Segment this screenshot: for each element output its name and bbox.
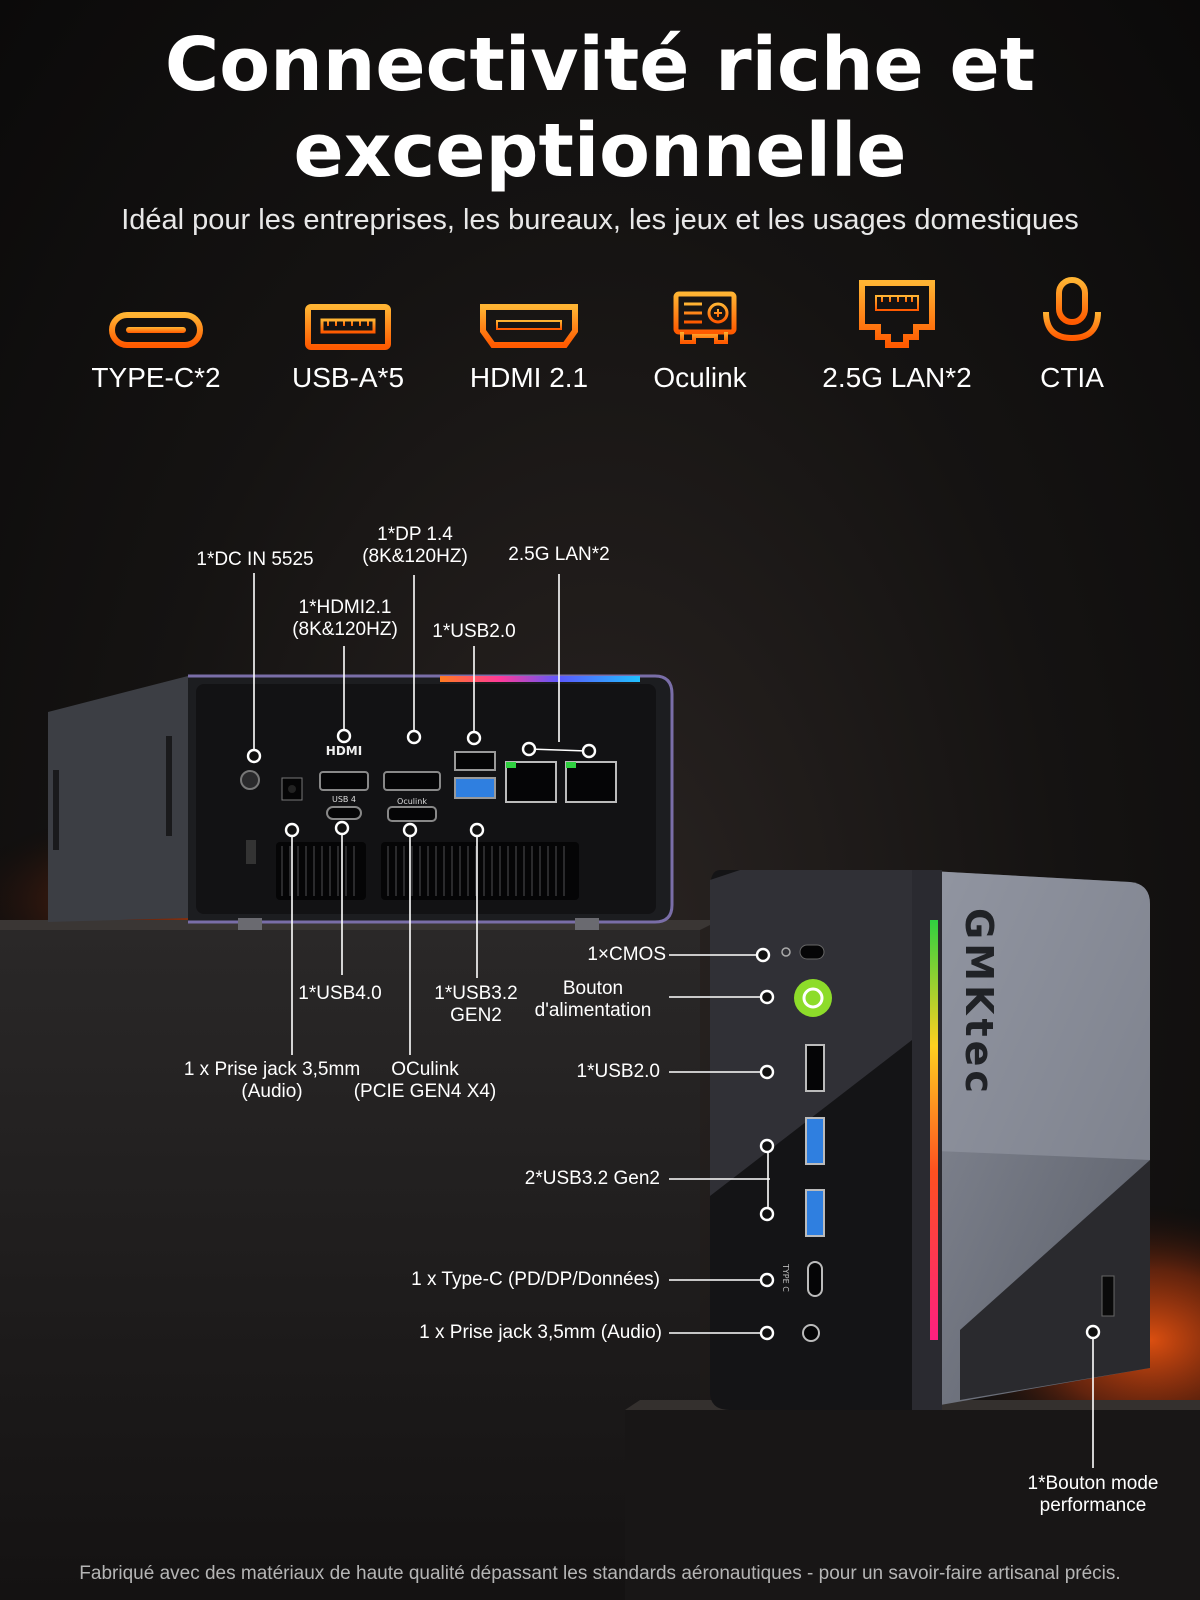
rear-unit: HDMI USB 4 Oculink xyxy=(48,674,674,930)
oculink-port-mark: Oculink xyxy=(397,797,427,806)
label-front-usb2: 1*USB2.0 xyxy=(576,1061,660,1082)
title-line-1: Connectivité riche et xyxy=(164,22,1036,108)
label-cmos: 1×CMOS xyxy=(587,944,666,965)
typec-mark: TYPE C xyxy=(781,1263,790,1292)
label-rear-jack: 1 x Prise jack 3,5mm (Audio) xyxy=(183,1059,361,1102)
label-dc-in: 1*DC IN 5525 xyxy=(196,549,314,570)
brand-logo: GMKtec xyxy=(957,908,1001,1097)
label-oculink: OCulink (PCIE GEN4 X4) xyxy=(353,1059,497,1102)
microphone-icon xyxy=(1043,277,1101,348)
feature-label-hdmi: HDMI 2.1 xyxy=(469,362,589,393)
page-subtitle: Idéal pour les entreprises, les bureaux,… xyxy=(121,204,1079,236)
label-front-jack: 1 x Prise jack 3,5mm (Audio) xyxy=(419,1322,662,1343)
label-performance-button: 1*Bouton mode performance xyxy=(1027,1473,1159,1516)
label-hdmi: 1*HDMI2.1 (8K&120HZ) xyxy=(292,597,398,640)
callout-lines xyxy=(253,573,1094,1468)
hdmi-port-mark: HDMI xyxy=(326,744,362,758)
label-front-typec: 1 x Type-C (PD/DP/Données) xyxy=(411,1269,660,1290)
front-unit: GMKtec TYPE C xyxy=(710,870,1150,1410)
feature-label-usb-a: USB-A*5 xyxy=(291,362,405,393)
callout-dots xyxy=(246,728,1101,1341)
label-front-usb32: 2*USB3.2 Gen2 xyxy=(524,1168,660,1189)
page-title: Connectivité riche et exceptionnelle xyxy=(0,22,1200,194)
feature-label-ctia: CTIA xyxy=(1040,362,1104,393)
usb4-port-mark: USB 4 xyxy=(332,795,356,804)
label-dp: 1*DP 1.4 (8K&120HZ) xyxy=(362,524,468,567)
lan-icon xyxy=(859,280,935,348)
hdmi-icon xyxy=(480,304,578,348)
feature-label-type-c: TYPE-C*2 xyxy=(91,362,221,393)
label-lan: 2.5G LAN*2 xyxy=(508,544,610,565)
oculink-icon xyxy=(665,290,737,344)
feature-label-lan: 2.5G LAN*2 xyxy=(822,362,972,393)
label-rear-usb2: 1*USB2.0 xyxy=(432,621,516,642)
label-power-button: Bouton d'alimentation xyxy=(534,978,652,1021)
feature-label-oculink: Oculink xyxy=(653,362,747,393)
title-line-2: exceptionnelle xyxy=(293,108,907,194)
feature-icons xyxy=(109,277,1101,350)
label-rear-usb32: 1*USB3.2 GEN2 xyxy=(434,983,518,1026)
usb-a-icon xyxy=(305,304,391,350)
label-usb4: 1*USB4.0 xyxy=(298,983,382,1004)
footer-note: Fabriqué avec des matériaux de haute qua… xyxy=(79,1563,1121,1584)
type-c-icon xyxy=(109,312,203,348)
